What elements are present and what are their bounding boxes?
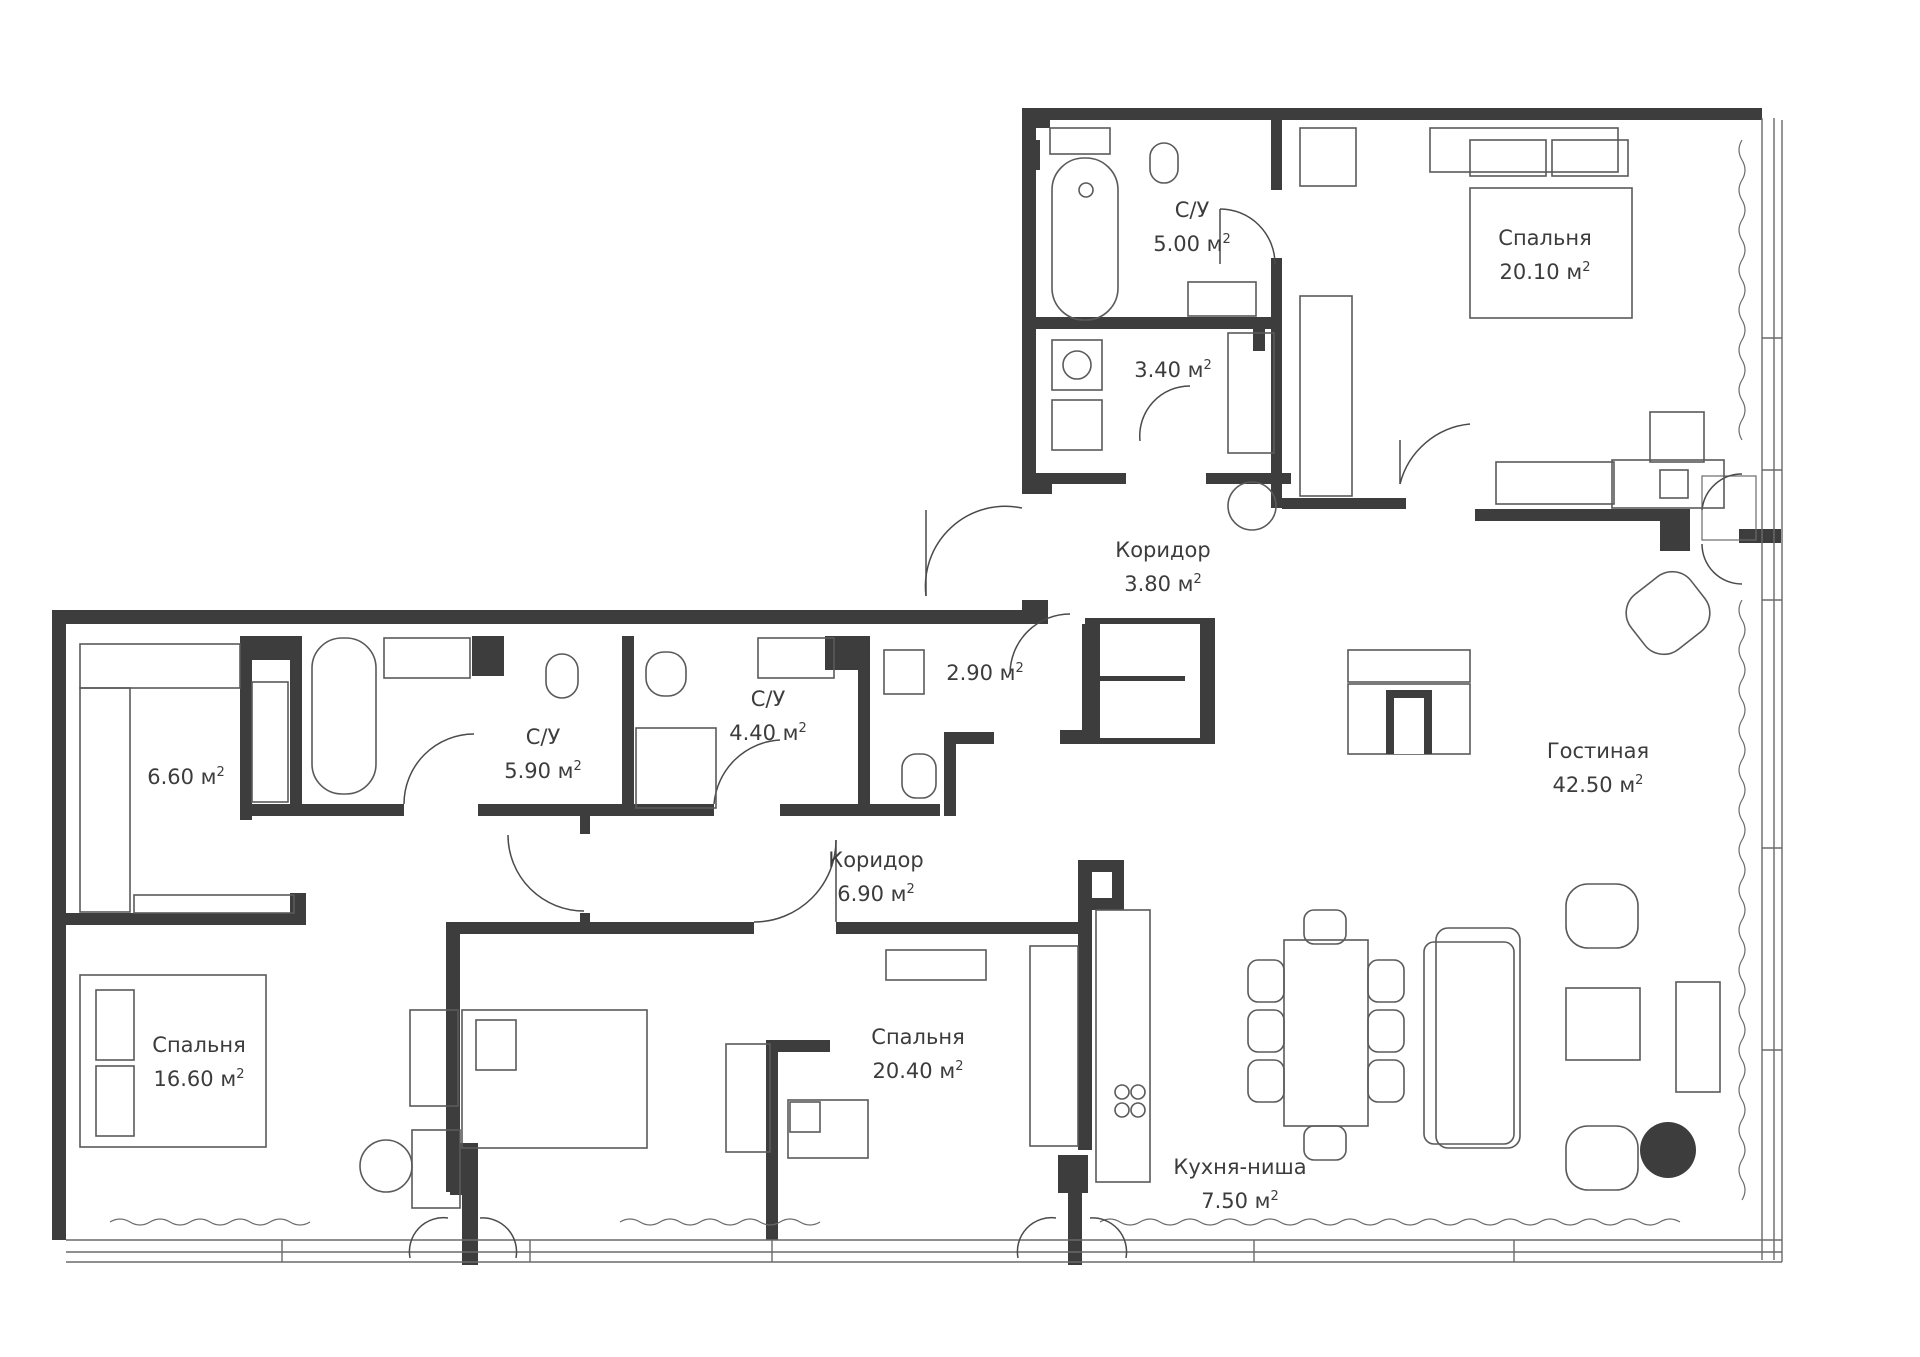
windows	[66, 118, 1783, 1263]
room-name: Кухня-ниша	[1173, 1155, 1307, 1179]
room-name: Коридор	[828, 848, 924, 872]
room-living: Гостиная 42.50 м2	[1547, 737, 1649, 800]
room-bedroom-top: Спальня 20.10 м2	[1498, 224, 1591, 287]
room-corridor-mid: Коридор 6.90 м2	[828, 846, 923, 909]
room-bedroom-mid: Спальня 20.40 м2	[871, 1023, 964, 1086]
room-area: 6.60 м2	[147, 765, 225, 789]
room-name: Коридор	[1115, 538, 1211, 562]
room-kitchen: Кухня-ниша 7.50 м2	[1173, 1153, 1306, 1216]
room-area: 3.80 м2	[1124, 572, 1202, 596]
furniture	[79, 127, 1725, 1209]
room-area: 2.90 м2	[946, 661, 1024, 685]
room-bedroom-left: Спальня 16.60 м2	[152, 1031, 245, 1094]
room-name: С/У	[1174, 198, 1210, 222]
room-area: 20.10 м2	[1499, 260, 1591, 284]
room-area: 6.90 м2	[837, 882, 915, 906]
room-name: Спальня	[871, 1025, 965, 1049]
room-area: 7.50 м2	[1201, 1189, 1279, 1213]
room-bath-mid-left: С/У 5.90 м2	[504, 723, 582, 786]
doors	[403, 208, 1471, 1259]
room-name: С/У	[525, 725, 561, 749]
room-bath-top: С/У 5.00 м2	[1153, 196, 1231, 259]
room-area: 16.60 м2	[153, 1067, 245, 1091]
room-area: 5.90 м2	[504, 759, 582, 783]
room-laundry: 3.40 м2	[1134, 351, 1212, 385]
room-bath-mid-right: С/У 4.40 м2	[729, 685, 807, 748]
walls	[52, 108, 1781, 1265]
room-area: 42.50 м2	[1552, 773, 1644, 797]
room-area: 3.40 м2	[1134, 358, 1212, 382]
room-corridor-top: Коридор 3.80 м2	[1115, 536, 1210, 599]
room-wc-small: 2.90 м2	[946, 654, 1024, 688]
room-area: 20.40 м2	[872, 1059, 964, 1083]
room-name: Спальня	[152, 1033, 246, 1057]
room-name: Гостиная	[1546, 739, 1650, 763]
room-name: Спальня	[1498, 226, 1592, 250]
room-name: С/У	[750, 687, 786, 711]
room-area: 5.00 м2	[1153, 232, 1231, 256]
room-area: 4.40 м2	[729, 721, 807, 745]
room-wardrobe-left: 6.60 м2	[147, 758, 225, 792]
